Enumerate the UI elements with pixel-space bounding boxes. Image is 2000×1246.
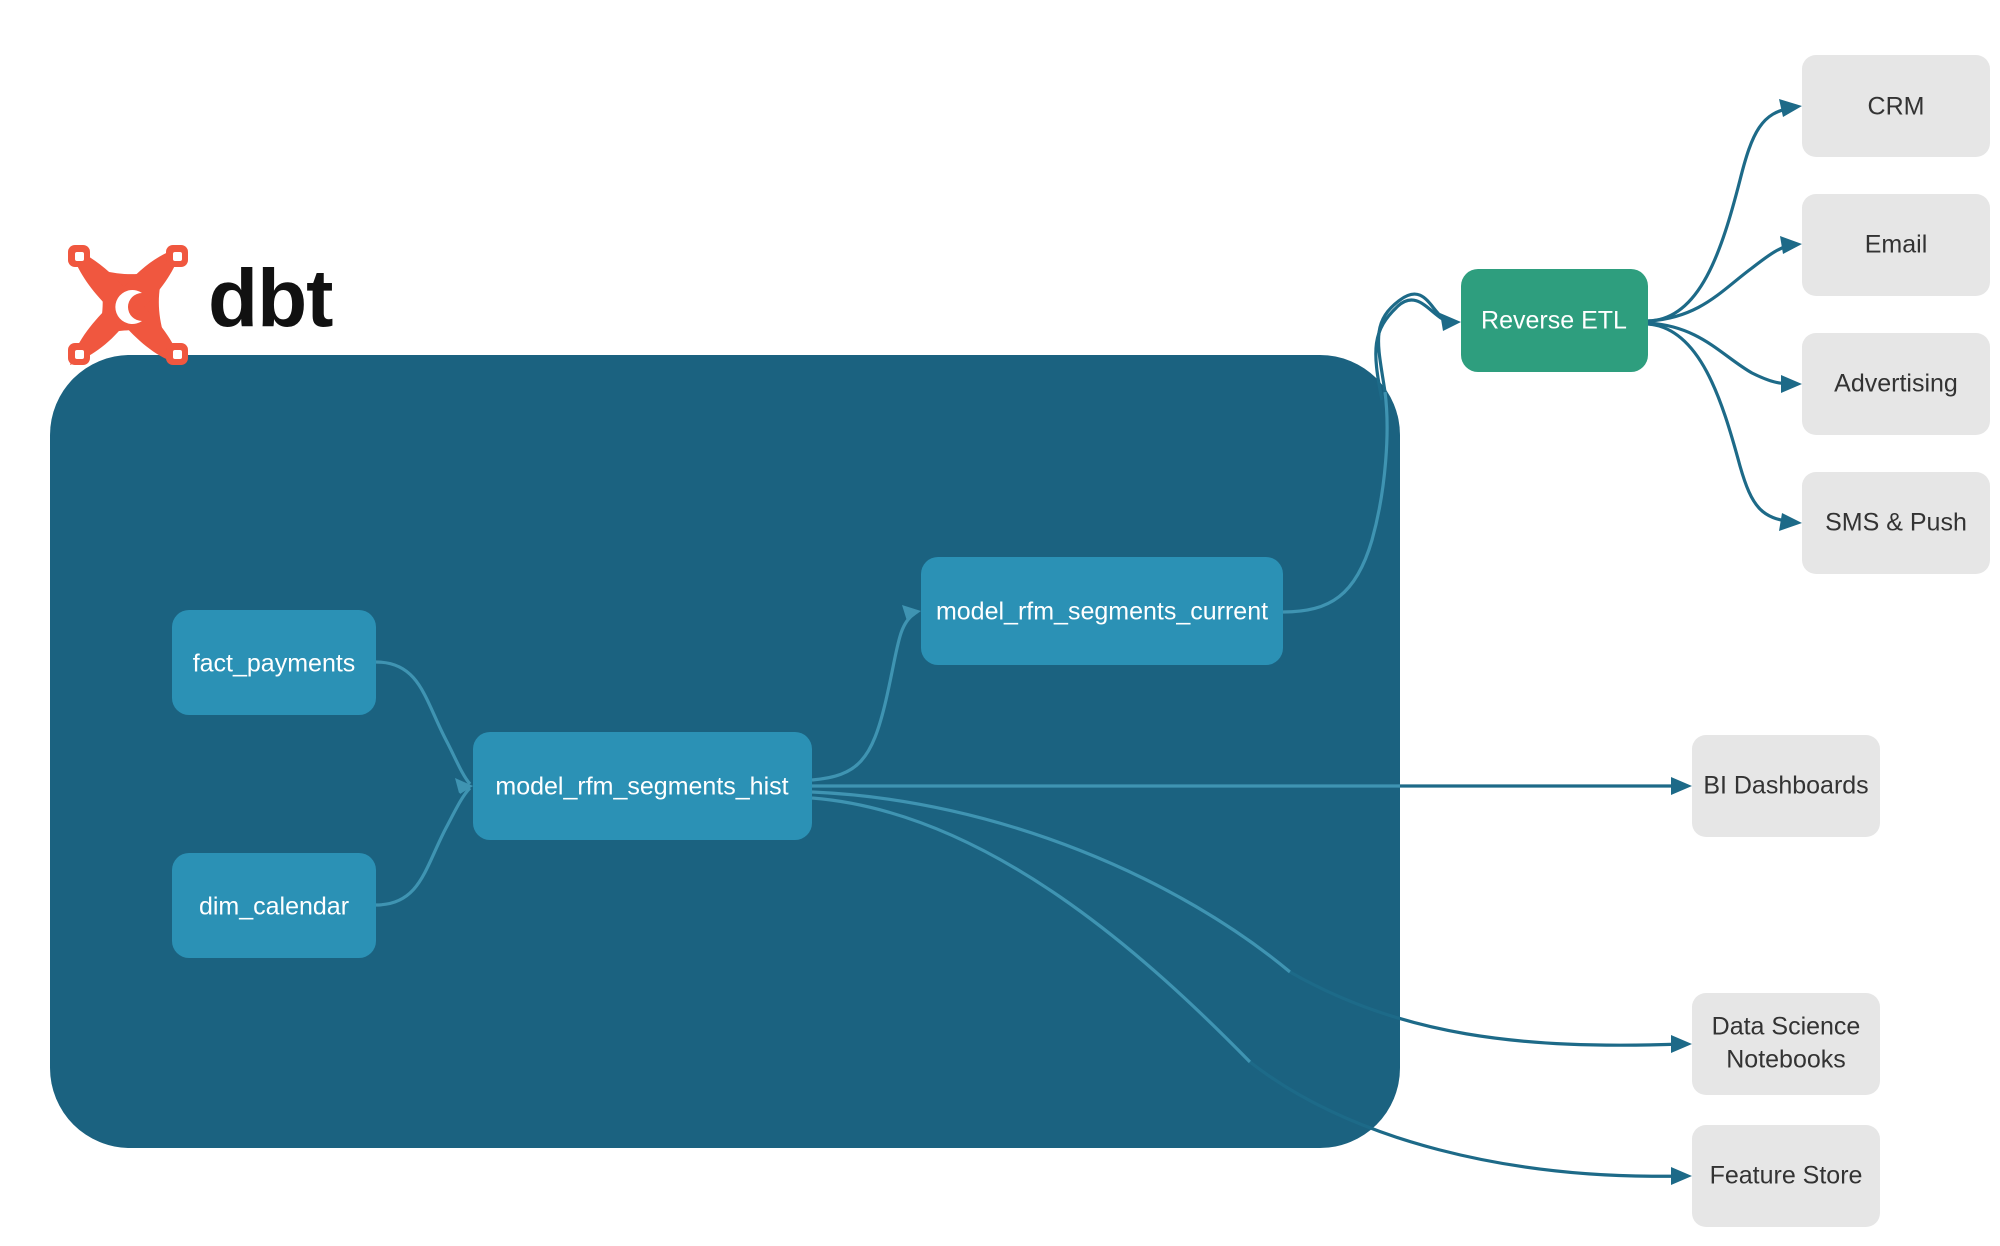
model-node-label: model_rfm_segments_hist [495,773,788,801]
edge-current-to-reverse-etl [1282,292,1461,614]
destination-node-bi-dashboards[interactable]: BI Dashboards [1692,735,1880,837]
destination-label: Feature Store [1710,1162,1863,1190]
model-node-label: model_rfm_segments_current [936,598,1268,626]
dbt-wordmark: dbt [208,254,333,345]
reverse-etl-node[interactable]: Reverse ETL [1461,269,1648,372]
edge-hist-to-feature-store [811,796,1692,1185]
destination-label: Advertising [1834,370,1958,398]
model-node-dim-calendar[interactable]: dim_calendar [172,853,376,958]
reverse-etl-label: Reverse ETL [1481,307,1627,335]
edge-reverse-etl-to-sms-push [1647,322,1802,531]
destination-label-line1: Data Science [1712,1013,1861,1041]
destination-label-line2: Notebooks [1726,1046,1846,1074]
destination-label: SMS & Push [1825,509,1967,537]
model-node-label: dim_calendar [199,893,349,921]
destination-node-advertising[interactable]: Advertising [1802,333,1990,435]
dbt-logo-icon [68,245,188,365]
model-node-model-rfm-segments-hist[interactable]: model_rfm_segments_hist [473,732,812,840]
destination-node-data-science-notebooks[interactable]: Data Science Notebooks [1692,993,1880,1095]
model-node-label: fact_payments [193,650,356,678]
edge-reverse-etl-to-crm [1647,99,1802,323]
edge-hist-to-data-science-notebooks [811,790,1692,1053]
model-node-fact-payments[interactable]: fact_payments [172,610,376,715]
edge-hist-to-bi-dashboards [812,777,1692,795]
edge-dim-calendar-to-hist [375,779,473,907]
edge-hist-to-current [811,605,921,782]
destination-node-crm[interactable]: CRM [1802,55,1990,157]
destination-label: CRM [1868,93,1925,121]
destination-node-feature-store[interactable]: Feature Store [1692,1125,1880,1227]
edge-reverse-etl-to-email [1647,236,1802,323]
destination-node-sms-push[interactable]: SMS & Push [1802,472,1990,574]
destination-node-email[interactable]: Email [1802,194,1990,296]
destination-label: BI Dashboards [1703,772,1868,800]
edge-reverse-etl-to-advertising [1647,321,1802,393]
model-node-model-rfm-segments-current[interactable]: model_rfm_segments_current [921,557,1283,665]
destination-label: Email [1865,231,1928,259]
